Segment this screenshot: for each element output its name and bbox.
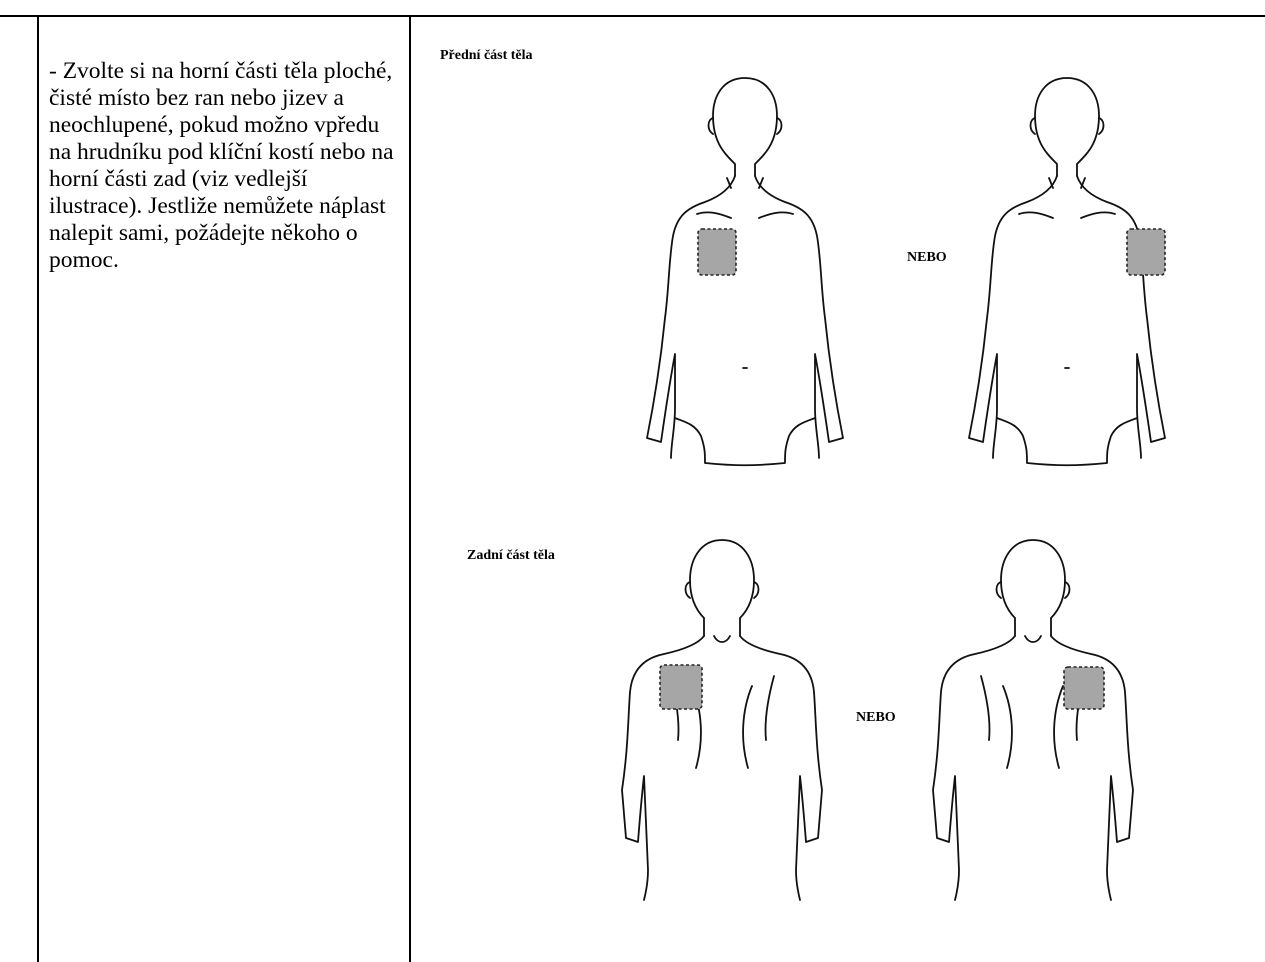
- front-body-figure-left: [647, 78, 843, 465]
- back-body-figure-right: [933, 540, 1133, 900]
- front-body-figure-right: [969, 78, 1165, 465]
- patch-area-left-back: [660, 665, 702, 709]
- patch-area-right-front: [1127, 229, 1165, 275]
- patch-area-right-back: [1064, 667, 1104, 709]
- back-body-figure-left: [622, 540, 822, 900]
- patch-area-left-front: [698, 229, 736, 275]
